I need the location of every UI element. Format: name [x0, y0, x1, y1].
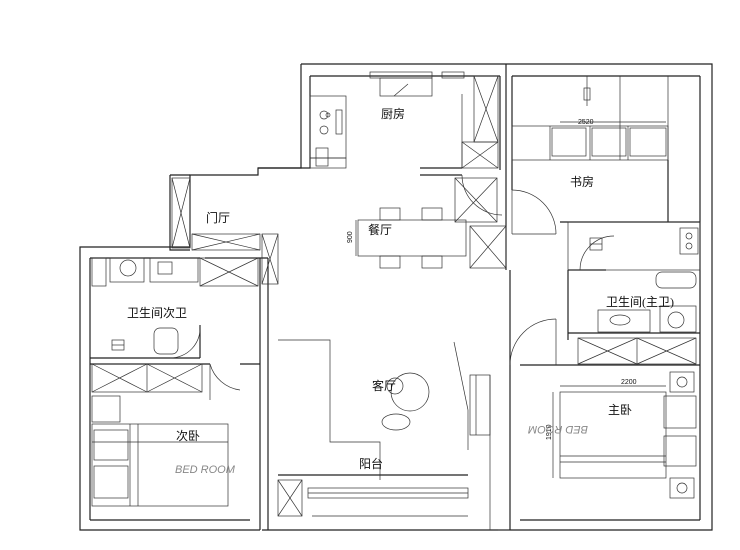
dining-label: 餐厅	[368, 222, 392, 237]
dining-table	[355, 177, 507, 269]
bedroom2-label: 次卧	[176, 429, 200, 443]
study-width-dim: 2520	[578, 119, 594, 126]
dining-table-dim: 900	[347, 231, 354, 243]
master-label: 主卧	[608, 403, 632, 417]
master-bed-text: BED ROOM	[527, 423, 588, 435]
master-bed-width-dim: 2200	[621, 379, 637, 386]
foyer-label: 门厅	[206, 210, 230, 225]
bedroom2-bed-text: BED ROOM	[175, 464, 236, 476]
living-label: 客厅	[372, 378, 396, 393]
living-fixtures	[381, 372, 491, 436]
balcony-fixtures	[277, 479, 469, 517]
foyer-fixtures	[171, 177, 279, 287]
bath2-label: 卫生间次卫	[127, 306, 187, 320]
doors	[169, 174, 615, 450]
kitchen-fixtures	[309, 71, 499, 169]
master-bath-label: 卫生间(主卫)	[606, 295, 674, 309]
study-fixtures	[511, 76, 669, 161]
master-bath-fixtures	[567, 221, 701, 333]
master-fixtures	[552, 337, 697, 499]
master-bed-length-dim: 1910	[546, 424, 553, 440]
study-label: 书房	[570, 174, 594, 189]
balcony-label: 阳台	[359, 456, 383, 471]
bedroom2-fixtures	[91, 363, 229, 507]
kitchen-label: 厨房	[381, 106, 405, 121]
bath2-fixtures	[91, 257, 199, 355]
